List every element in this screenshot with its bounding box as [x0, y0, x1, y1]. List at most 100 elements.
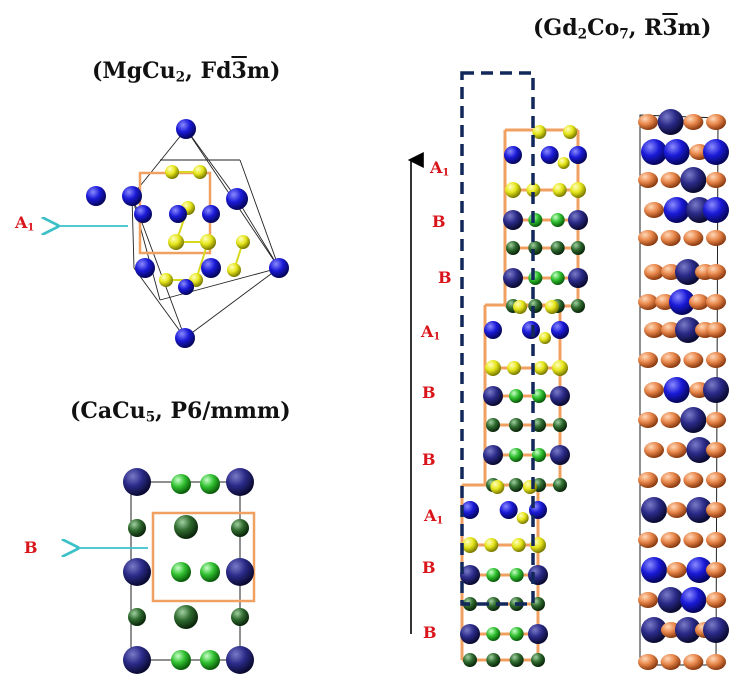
orange-atom	[706, 442, 726, 458]
yellow-atom	[532, 125, 547, 139]
orange-atom	[638, 114, 658, 130]
orange-atom	[644, 202, 664, 218]
orange-atom	[644, 382, 664, 398]
orange-atom	[706, 654, 726, 670]
gd2co7-stacking	[407, 71, 588, 667]
blue-atom	[641, 557, 667, 583]
navy-atom	[123, 468, 151, 496]
orange-atom	[706, 412, 726, 428]
dark-green-atom	[528, 299, 543, 313]
orange-atom	[683, 472, 704, 488]
blue-atom	[499, 501, 518, 519]
orange-atom	[666, 502, 687, 518]
green-atom	[550, 271, 565, 285]
navy-atom	[657, 109, 684, 135]
yellow-atom	[462, 537, 478, 553]
yellow-atom	[165, 165, 179, 179]
blue-atom	[202, 205, 220, 223]
dark-green-atom	[509, 418, 523, 432]
navy-atom	[657, 587, 684, 613]
orange-atom	[666, 442, 687, 458]
green-atom	[200, 562, 220, 582]
dark-green-atom	[509, 478, 523, 492]
yellow-atom	[511, 538, 526, 552]
yellow-atom	[200, 234, 216, 250]
stacking-layer-letter: B	[422, 383, 436, 402]
blue-atom	[663, 377, 690, 403]
green-atom	[532, 389, 546, 403]
unit-cell-dashed-outline	[460, 71, 535, 606]
stacking-layer-subscript: 1	[436, 515, 444, 527]
navy-atom	[460, 565, 480, 585]
blue-atom	[134, 205, 152, 223]
orange-atom	[638, 532, 658, 548]
green-atom	[509, 568, 524, 582]
navy-atom	[483, 386, 503, 406]
orange-atom	[706, 230, 726, 246]
dark-green-atom	[553, 478, 567, 492]
navy-atom	[680, 167, 707, 193]
navy-atom	[680, 407, 707, 433]
orange-atom	[660, 172, 681, 188]
navy-atom	[641, 497, 667, 523]
dark-green-atom	[506, 241, 520, 255]
stacking-layer-subscript: 1	[442, 167, 450, 179]
dark-green-atom	[571, 241, 585, 255]
gd2co7-supercell	[638, 109, 729, 670]
orange-atom	[706, 532, 726, 548]
orange-atom	[683, 654, 704, 670]
stacking-layer-label: B	[423, 623, 437, 642]
yellow-atom	[516, 512, 529, 524]
navy-atom	[226, 468, 254, 496]
navy-atom	[503, 268, 523, 288]
navy-atom	[123, 558, 151, 586]
mgcu2-cell-edges	[131, 128, 280, 339]
navy-atom	[550, 386, 570, 406]
orange-atom	[706, 264, 726, 280]
cacu5-layer-label: B	[24, 538, 38, 557]
stacking-layer-letter: B	[432, 212, 446, 231]
orange-atom	[638, 472, 658, 488]
dark-green-atom	[463, 653, 477, 667]
mgcu2-layer-label: A1	[15, 213, 35, 234]
navy-atom	[528, 624, 548, 644]
orange-atom	[706, 502, 726, 518]
stacking-layer-label: B	[438, 268, 452, 287]
green-atom	[171, 474, 191, 494]
blue-atom	[540, 146, 559, 164]
blue-atom	[122, 186, 142, 206]
dark-green-atom	[553, 418, 567, 432]
orange-atom	[660, 412, 681, 428]
blue-atom	[504, 146, 522, 164]
green-atom	[486, 568, 501, 582]
dark-green-atom	[174, 605, 198, 629]
green-atom	[550, 213, 565, 227]
navy-atom	[675, 317, 701, 343]
navy-atom	[503, 210, 523, 230]
blue-atom	[680, 587, 707, 613]
blue-atom	[703, 197, 729, 223]
navy-atom	[123, 646, 151, 674]
stacking-layer-letter: B	[422, 450, 436, 469]
blue-atom	[178, 279, 194, 295]
orange-atom	[638, 230, 658, 246]
green-atom	[528, 271, 543, 285]
blue-atom	[569, 146, 587, 164]
yellow-atom	[513, 300, 527, 314]
orange-atom	[638, 294, 658, 310]
navy-atom	[686, 497, 713, 523]
green-atom	[509, 448, 523, 462]
yellow-atom	[552, 183, 567, 197]
orange-atom	[689, 294, 709, 310]
yellow-atom	[552, 360, 568, 376]
navy-atom	[483, 445, 503, 465]
mgcu2-title: (MgCu2, Fd3m)	[92, 58, 281, 86]
yellow-atom	[570, 182, 586, 198]
yellow-atom	[236, 235, 250, 249]
dark-green-atom	[528, 241, 543, 255]
blue-atom	[663, 197, 690, 223]
dark-green-atom	[486, 418, 500, 432]
navy-atom	[226, 558, 254, 586]
orange-atom	[638, 352, 658, 368]
orange-atom	[666, 562, 687, 578]
